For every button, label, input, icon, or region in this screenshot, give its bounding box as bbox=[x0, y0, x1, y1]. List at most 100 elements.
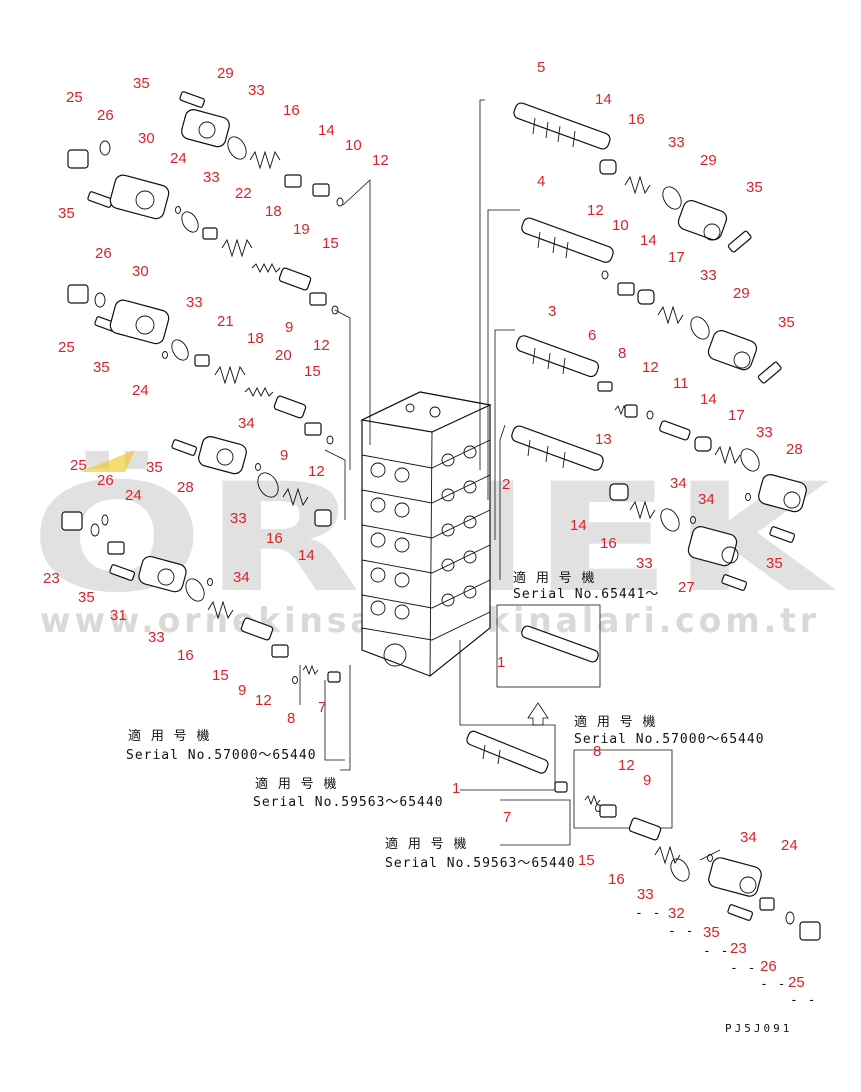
callout-24: 24 bbox=[125, 487, 142, 504]
callout-10: 10 bbox=[345, 137, 362, 154]
callout-35: 35 bbox=[703, 924, 720, 941]
callout-20: 20 bbox=[275, 347, 292, 364]
callout-16: 16 bbox=[608, 871, 625, 888]
callout-6: 6 bbox=[588, 327, 596, 344]
callout-28: 28 bbox=[786, 441, 803, 458]
serial-notes: 適 用 号 機 Serial No.65441～ 適 用 号 機 Serial … bbox=[126, 570, 765, 871]
callout-25: 25 bbox=[58, 339, 75, 356]
serial-note-text: Serial No.59563～65440 bbox=[385, 856, 576, 871]
callout-15: 15 bbox=[578, 852, 595, 869]
dash-mark: - - bbox=[730, 961, 756, 976]
serial-note-text: Serial No.57000～65440 bbox=[574, 732, 765, 747]
spools bbox=[466, 102, 614, 774]
callout-8: 8 bbox=[618, 345, 626, 362]
callout-35: 35 bbox=[93, 359, 110, 376]
dash-mark: - - bbox=[703, 944, 729, 959]
callout-33: 33 bbox=[148, 629, 165, 646]
leader-lines bbox=[299, 99, 721, 861]
callout-9: 9 bbox=[238, 682, 246, 699]
callout-15: 15 bbox=[212, 667, 229, 684]
callout-16: 16 bbox=[283, 102, 300, 119]
callout-11: 11 bbox=[673, 375, 689, 392]
callout-18: 18 bbox=[265, 203, 282, 220]
callout-3: 3 bbox=[548, 303, 556, 320]
callout-22: 22 bbox=[235, 185, 252, 202]
callout-18: 18 bbox=[247, 330, 264, 347]
callout-12: 12 bbox=[642, 359, 659, 376]
callout-30: 30 bbox=[132, 263, 149, 280]
callout-26: 26 bbox=[760, 958, 777, 975]
callout-10: 10 bbox=[612, 217, 629, 234]
dash-mark: - - bbox=[760, 977, 786, 992]
spool-5 bbox=[513, 102, 611, 150]
callout-12: 12 bbox=[308, 463, 325, 480]
callout-7: 7 bbox=[503, 809, 511, 826]
callout-16: 16 bbox=[266, 530, 283, 547]
callout-23: 23 bbox=[43, 570, 60, 587]
callout-5: 5 bbox=[537, 59, 545, 76]
callout-34: 34 bbox=[698, 491, 715, 508]
callout-12: 12 bbox=[587, 202, 604, 219]
callout-33: 33 bbox=[668, 134, 685, 151]
drawing-code: PJ5J091 bbox=[725, 1022, 792, 1035]
callout-2: 2 bbox=[502, 476, 510, 493]
callout-26: 26 bbox=[97, 472, 114, 489]
callout-29: 29 bbox=[733, 285, 750, 302]
callout-12: 12 bbox=[313, 337, 330, 354]
callout-28: 28 bbox=[177, 479, 194, 496]
callout-35: 35 bbox=[766, 555, 783, 572]
callout-29: 29 bbox=[700, 152, 717, 169]
serial-note-text: Serial No.65441～ bbox=[513, 587, 659, 602]
callout-14: 14 bbox=[318, 122, 335, 139]
callout-16: 16 bbox=[600, 535, 617, 552]
callout-33: 33 bbox=[636, 555, 653, 572]
spool-1-lower bbox=[466, 730, 549, 774]
callout-27: 27 bbox=[678, 579, 695, 596]
callout-24: 24 bbox=[170, 150, 187, 167]
serial-note-heading: 適 用 号 機 bbox=[255, 776, 337, 792]
callout-35: 35 bbox=[78, 589, 95, 606]
callout-25: 25 bbox=[788, 974, 805, 991]
serial-note-heading: 適 用 号 機 bbox=[574, 714, 656, 730]
callout-numbers: 35 29 25 26 33 16 14 10 12 30 24 33 22 1… bbox=[43, 59, 805, 991]
callout-33: 33 bbox=[203, 169, 220, 186]
callout-35: 35 bbox=[746, 179, 763, 196]
callout-35: 35 bbox=[146, 459, 163, 476]
callout-14: 14 bbox=[700, 391, 717, 408]
callout-14: 14 bbox=[640, 232, 657, 249]
watermark-accent bbox=[80, 450, 135, 472]
callout-1: 1 bbox=[497, 654, 505, 671]
callout-33: 33 bbox=[637, 886, 654, 903]
callout-34: 34 bbox=[238, 415, 255, 432]
callout-19: 19 bbox=[293, 221, 310, 238]
callout-35: 35 bbox=[778, 314, 795, 331]
control-valve-block bbox=[360, 391, 492, 677]
callout-26: 26 bbox=[97, 107, 114, 124]
callout-8: 8 bbox=[287, 710, 295, 727]
small-parts bbox=[61, 91, 821, 941]
spool-2 bbox=[511, 425, 604, 471]
callout-15: 15 bbox=[322, 235, 339, 252]
callout-35: 35 bbox=[58, 205, 75, 222]
dash-mark: - - bbox=[668, 924, 694, 939]
serial-note-text: Serial No.57000～65440 bbox=[126, 748, 317, 763]
callout-29: 29 bbox=[217, 65, 234, 82]
callout-26: 26 bbox=[95, 245, 112, 262]
callout-14: 14 bbox=[595, 91, 612, 108]
dash-marks: - - - - - - - - - - - - bbox=[635, 906, 815, 1008]
callout-25: 25 bbox=[66, 89, 83, 106]
callout-16: 16 bbox=[628, 111, 645, 128]
callout-9: 9 bbox=[643, 772, 651, 789]
serial-note-heading: 適 用 号 機 bbox=[385, 836, 467, 852]
callout-23: 23 bbox=[730, 940, 747, 957]
callout-12: 12 bbox=[255, 692, 272, 709]
callout-17: 17 bbox=[728, 407, 745, 424]
callout-4: 4 bbox=[537, 173, 545, 190]
callout-35: 35 bbox=[133, 75, 150, 92]
callout-17: 17 bbox=[668, 249, 685, 266]
callout-34: 34 bbox=[670, 475, 687, 492]
callout-33: 33 bbox=[186, 294, 203, 311]
callout-32: 32 bbox=[668, 905, 685, 922]
callout-25: 25 bbox=[70, 457, 87, 474]
